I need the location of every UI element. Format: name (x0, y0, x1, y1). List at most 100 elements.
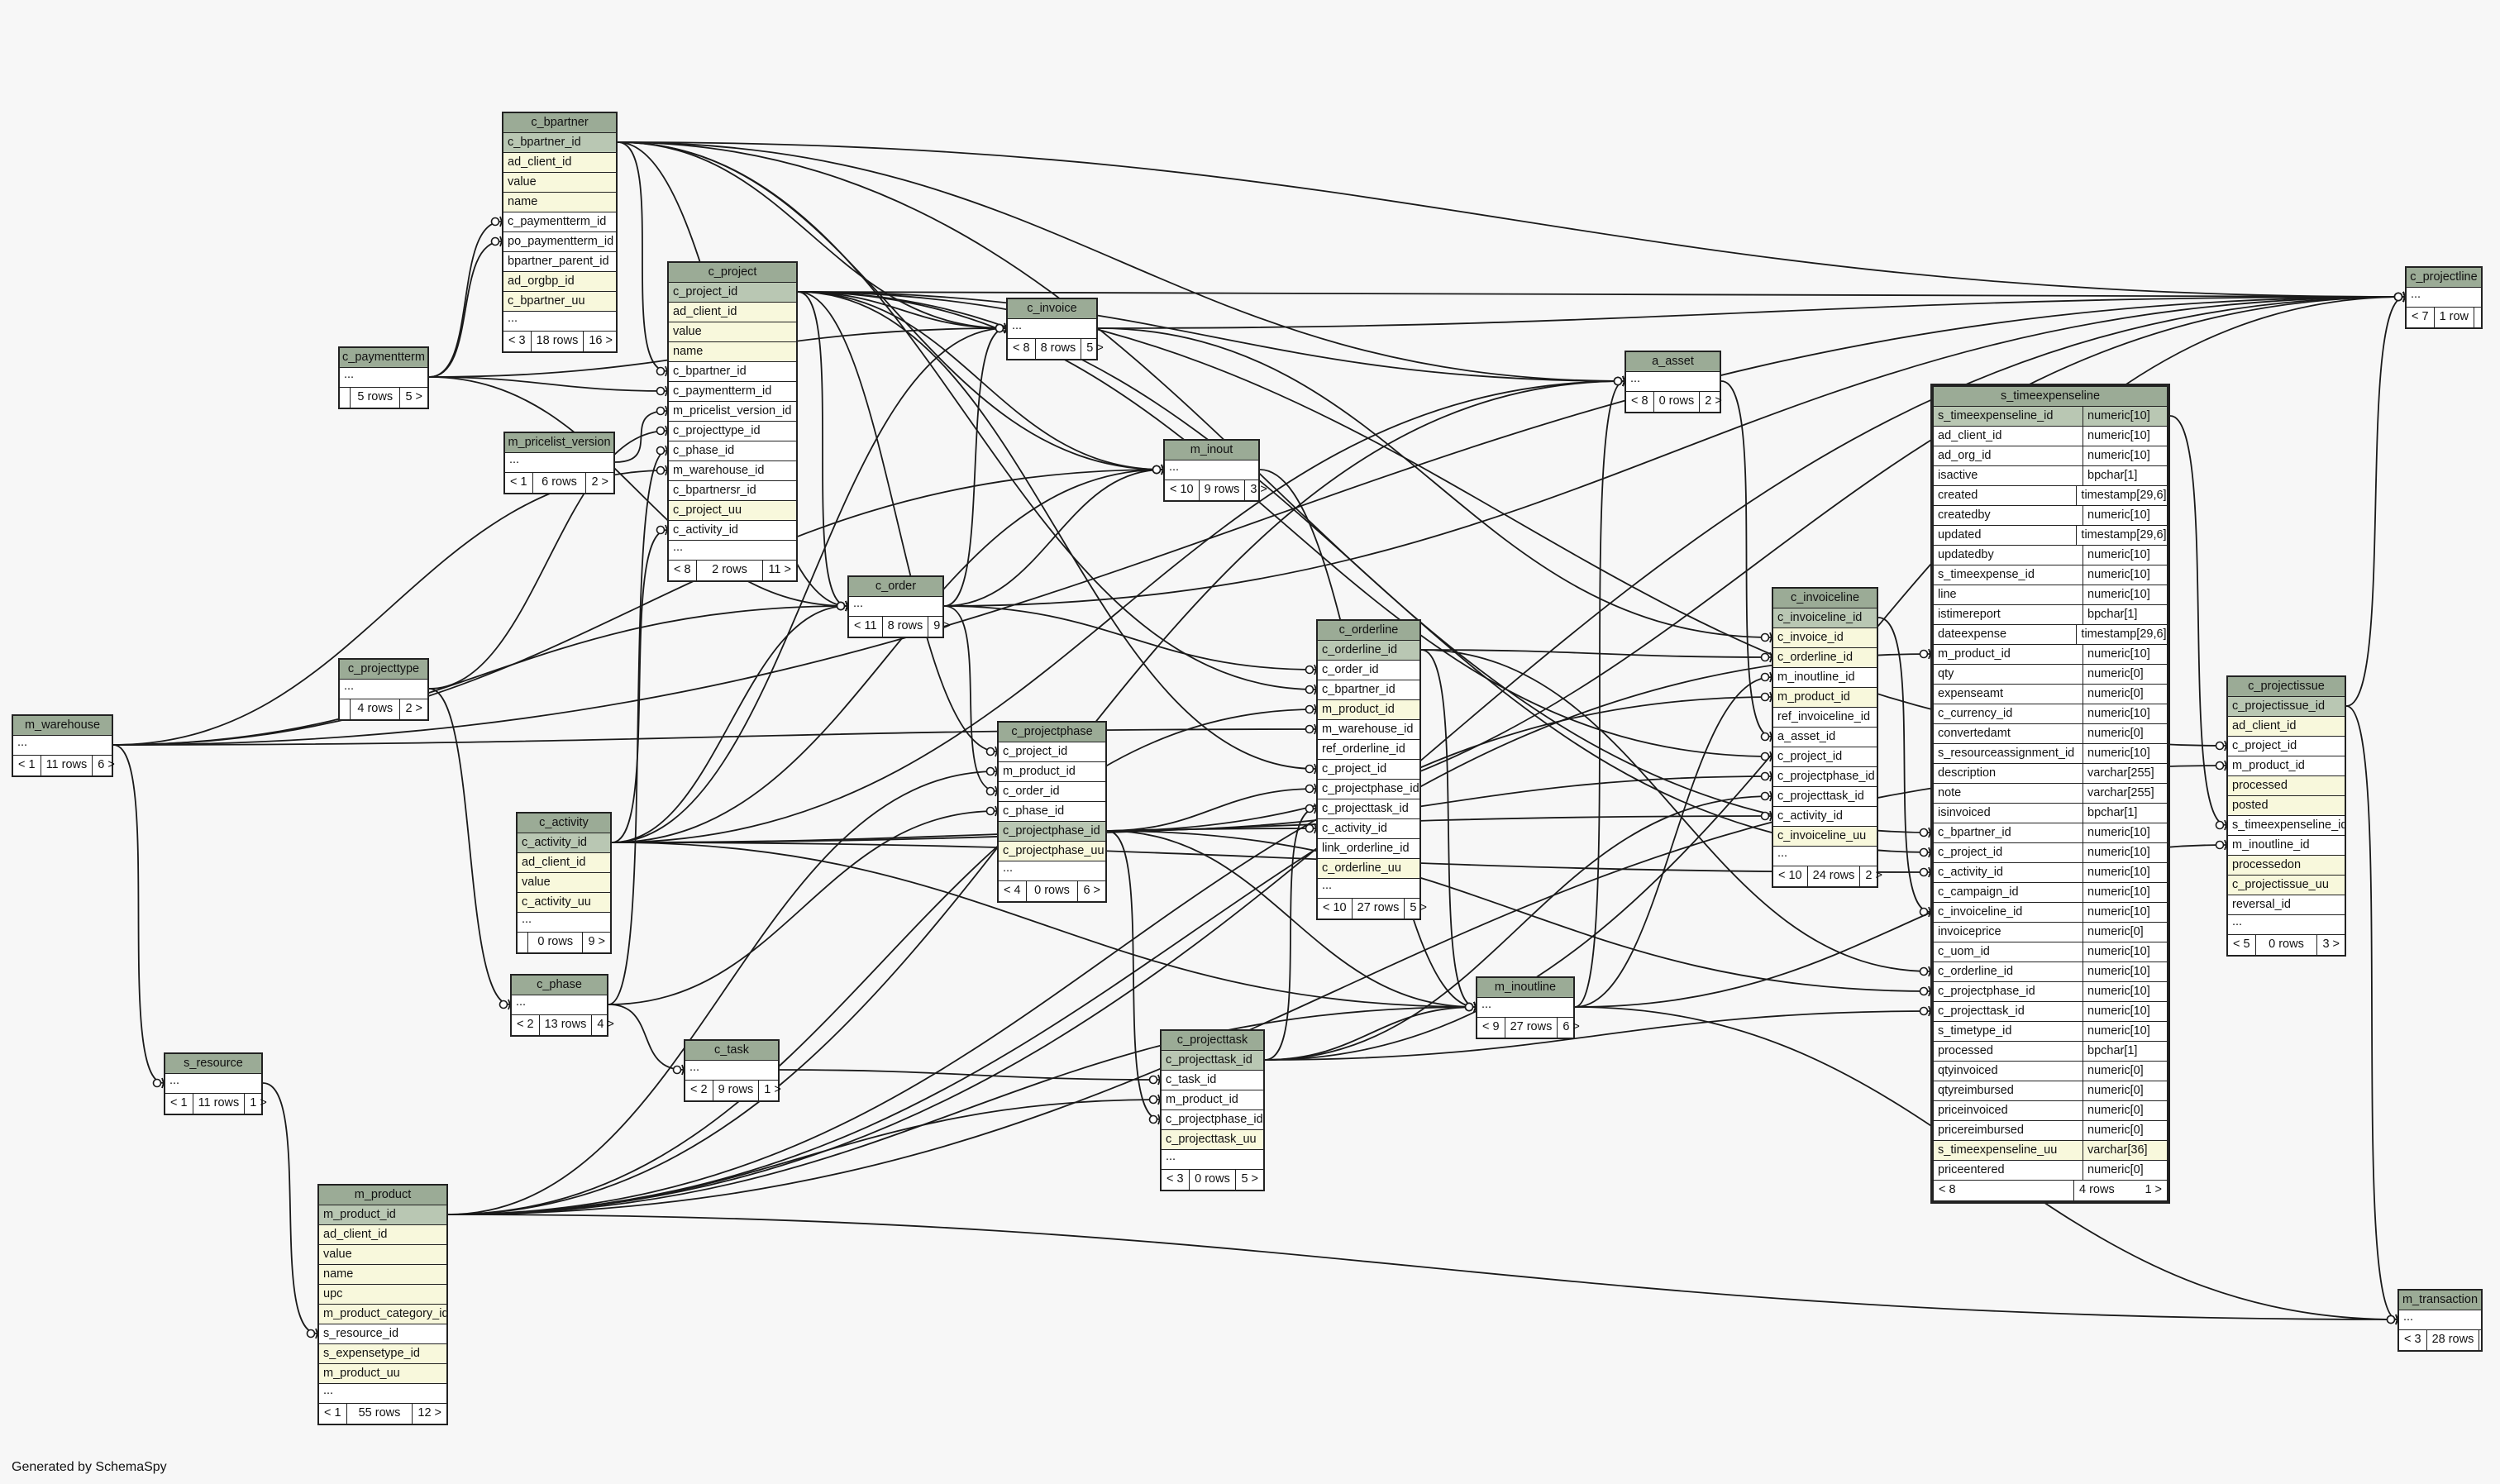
column-row[interactable]: c_project_id (1773, 747, 1877, 767)
column-row[interactable]: m_product_category_id (319, 1305, 446, 1324)
column-row[interactable]: ad_client_id (2228, 717, 2345, 737)
table-title[interactable]: a_asset (1626, 352, 1720, 372)
parents-count[interactable]: < 8 (1934, 1181, 2074, 1200)
column-row[interactable]: m_product_id (1162, 1090, 1263, 1110)
table-title[interactable]: m_pricelist_version (505, 433, 613, 453)
column-row[interactable]: c_project_id (669, 283, 796, 303)
table-title[interactable]: m_inoutline (1477, 978, 1573, 998)
parents-count[interactable]: < 3 (2399, 1330, 2427, 1350)
children-count[interactable]: 5 > (405, 390, 422, 403)
column-row[interactable]: c_projectissue_uu (2228, 876, 2345, 895)
table-title[interactable]: m_inout (1165, 441, 1258, 460)
parents-count[interactable]: < 7 (2407, 308, 2435, 327)
column-row[interactable]: processed (2228, 776, 2345, 796)
column-row[interactable]: m_inoutline_id (2228, 836, 2345, 856)
table-title[interactable]: s_resource (165, 1054, 261, 1074)
column-row[interactable]: c_project_id (999, 742, 1105, 762)
column-row[interactable]: ad_client_id (319, 1225, 446, 1245)
column-row[interactable]: m_warehouse_id (669, 461, 796, 481)
children-count[interactable]: 5 > (1410, 901, 1427, 914)
table-title[interactable]: c_projecttask (1162, 1031, 1263, 1051)
column-row[interactable]: value (319, 1245, 446, 1265)
children-count[interactable]: 12 > (417, 1406, 441, 1420)
parents-count[interactable]: < 8 (669, 561, 697, 580)
column-row[interactable]: c_invoiceline_uu (1773, 827, 1877, 847)
parents-count[interactable]: < 8 (1008, 339, 1036, 359)
children-count[interactable]: 1 > (764, 1083, 781, 1096)
table-title[interactable]: c_bpartner (503, 113, 616, 133)
column-row[interactable]: ref_orderline_id (1318, 740, 1419, 760)
children-count[interactable]: 3 > (1250, 483, 1267, 496)
column-row[interactable]: c_orderline_id (1773, 648, 1877, 668)
parents-count[interactable]: < 5 (2228, 935, 2256, 955)
children-count[interactable]: 2 > (405, 702, 422, 715)
parents-count[interactable]: < 1 (165, 1094, 193, 1114)
column-row[interactable]: c_projecttask_id (1773, 787, 1877, 807)
column-row[interactable]: m_product_id (1318, 700, 1419, 720)
column-row[interactable]: m_pricelist_version_id (669, 402, 796, 422)
column-row[interactable]: s_resource_id (319, 1324, 446, 1344)
children-count[interactable]: 2 > (1865, 869, 1882, 882)
column-row[interactable]: ad_client_id (669, 303, 796, 322)
parents-count[interactable]: < 2 (685, 1081, 713, 1100)
column-row[interactable]: name (319, 1265, 446, 1285)
parents-count[interactable]: < 4 (999, 881, 1027, 901)
column-row[interactable]: po_paymentterm_id (503, 232, 616, 252)
column-row[interactable]: m_inoutline_id (1773, 668, 1877, 688)
column-row[interactable]: posted (2228, 796, 2345, 816)
column-row[interactable]: c_bpartner_uu (503, 292, 616, 312)
column-row[interactable]: m_product_uu (319, 1364, 446, 1384)
column-row[interactable]: c_phase_id (999, 802, 1105, 822)
column-row[interactable]: c_activity_id (518, 833, 610, 853)
column-row[interactable]: m_warehouse_id (1318, 720, 1419, 740)
column-row[interactable]: c_projectphase_id (999, 822, 1105, 842)
column-row[interactable]: m_product_id (1773, 688, 1877, 708)
parents-count[interactable]: < 3 (503, 332, 532, 351)
parents-count[interactable]: < 2 (512, 1015, 540, 1035)
table-title[interactable]: c_phase (512, 976, 607, 995)
table-title[interactable]: m_product (319, 1186, 446, 1205)
column-row[interactable]: m_product_id (319, 1205, 446, 1225)
children-count[interactable]: 1 > (2145, 1183, 2162, 1196)
column-row[interactable]: c_project_id (2228, 737, 2345, 756)
column-row[interactable]: c_project_uu (669, 501, 796, 521)
column-row[interactable]: value (518, 873, 610, 893)
column-row[interactable]: c_activity_id (669, 521, 796, 541)
column-row[interactable]: value (669, 322, 796, 342)
column-row[interactable]: c_bpartner_id (503, 133, 616, 153)
